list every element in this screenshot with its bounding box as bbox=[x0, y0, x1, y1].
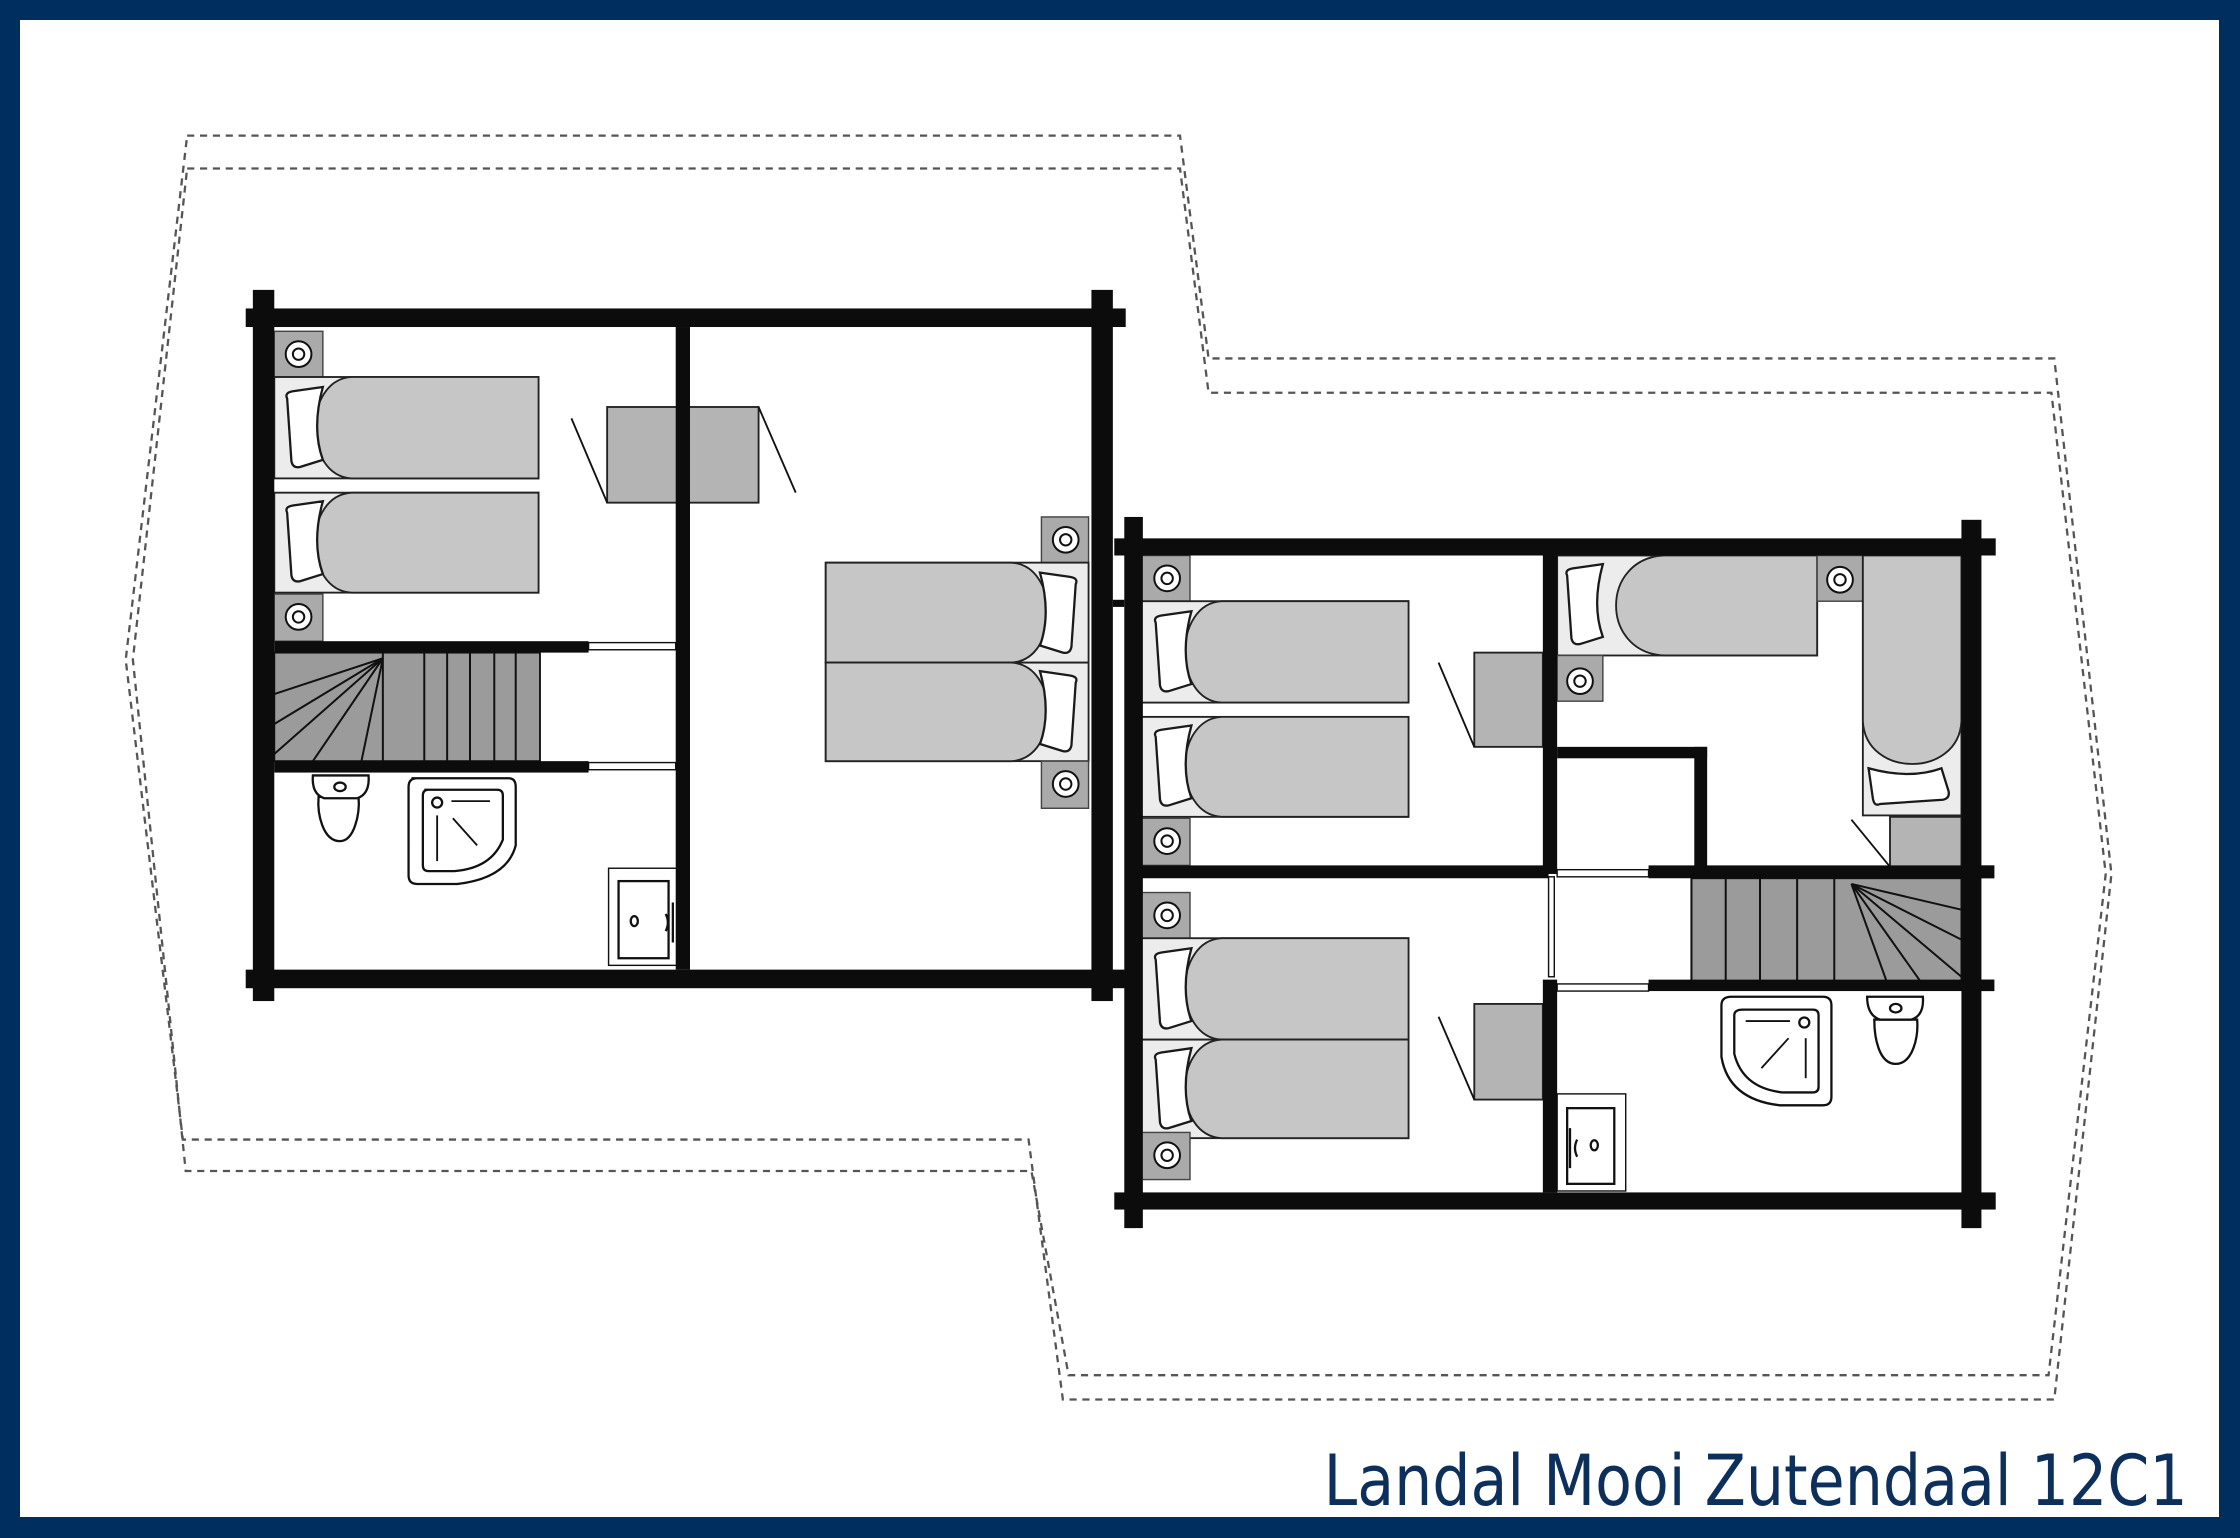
nightstand bbox=[1140, 817, 1191, 867]
bed bbox=[1140, 715, 1410, 818]
roof-outline bbox=[124, 134, 2113, 1401]
nightstand bbox=[1140, 554, 1191, 602]
nightstand bbox=[1816, 554, 1864, 602]
plan-caption: Landal Mooi Zutendaal 12C1 bbox=[1323, 1440, 2188, 1522]
bed bbox=[1140, 600, 1410, 704]
sink bbox=[1556, 1093, 1627, 1192]
bed bbox=[1861, 554, 1963, 817]
toilet bbox=[311, 774, 370, 843]
stairs bbox=[273, 651, 541, 763]
bed bbox=[273, 491, 540, 594]
nightstand bbox=[1140, 1131, 1191, 1181]
desk bbox=[1437, 651, 1544, 748]
toilet bbox=[1865, 995, 1925, 1066]
bed bbox=[824, 661, 1090, 763]
nightstand bbox=[1040, 760, 1090, 809]
walls bbox=[1112, 516, 1996, 1229]
stairs bbox=[1690, 877, 1963, 988]
bed bbox=[1556, 554, 1819, 657]
desk bbox=[1850, 815, 1963, 868]
nightstand bbox=[273, 593, 324, 642]
door-opening bbox=[587, 641, 688, 771]
walls bbox=[245, 289, 1126, 1002]
left-block bbox=[245, 289, 1126, 1002]
bed bbox=[1140, 937, 1410, 1041]
shower bbox=[407, 777, 517, 886]
bed bbox=[1140, 1038, 1410, 1140]
door-opening bbox=[1547, 778, 1704, 992]
nightstand bbox=[1556, 654, 1604, 702]
desk bbox=[1437, 1002, 1544, 1101]
nightstand bbox=[1040, 516, 1090, 564]
bed bbox=[824, 561, 1090, 664]
nightstand bbox=[1140, 891, 1191, 939]
sink bbox=[607, 867, 678, 967]
nightstand bbox=[273, 330, 324, 378]
shower bbox=[1720, 995, 1833, 1107]
bed bbox=[273, 376, 540, 480]
right-block bbox=[1112, 516, 1996, 1229]
